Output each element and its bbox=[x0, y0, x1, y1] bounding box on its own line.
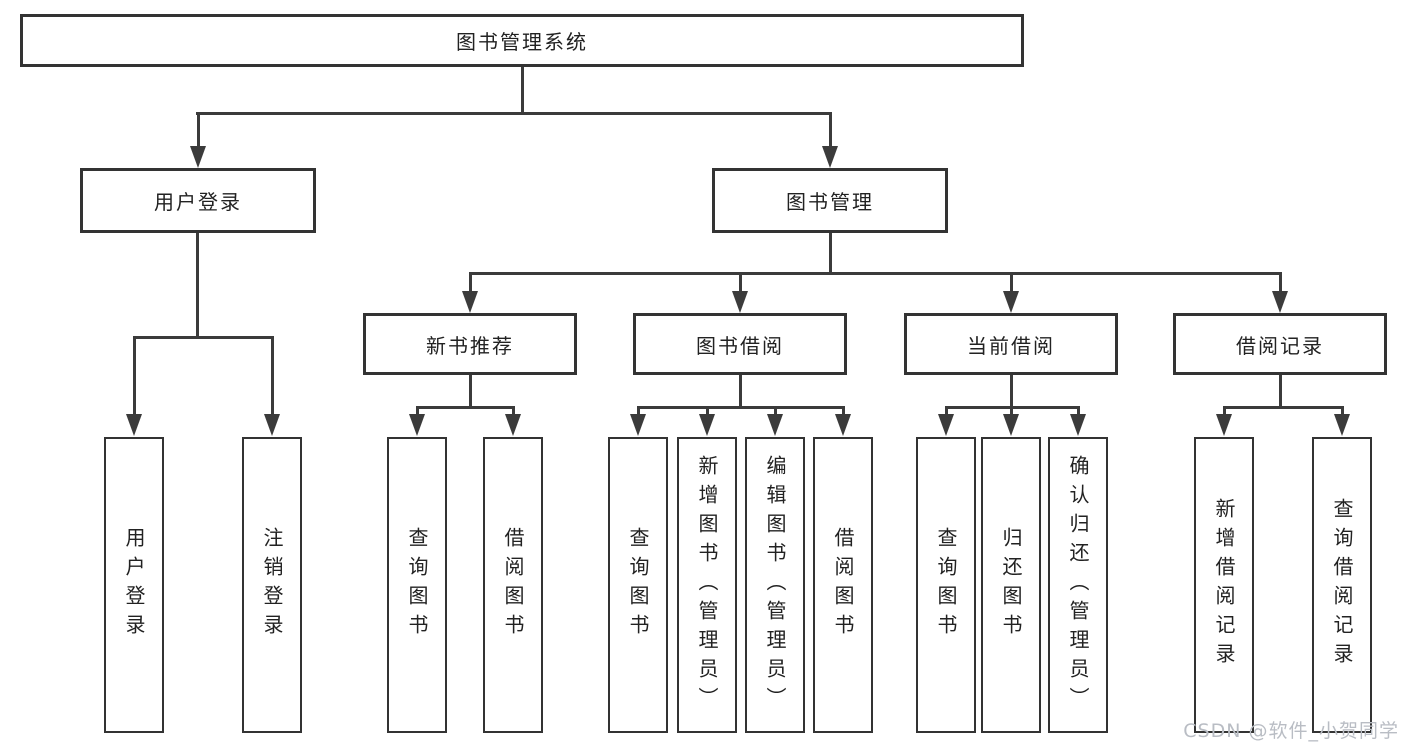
connector-line bbox=[1010, 375, 1013, 406]
leaf-borrow-add-books-admin: 新增图书（管理员） bbox=[677, 437, 737, 733]
connector-line bbox=[196, 112, 832, 115]
connector-line bbox=[637, 406, 845, 409]
connector-line bbox=[1010, 406, 1013, 416]
leaf-logout: 注销登录 bbox=[242, 437, 302, 733]
node-current-borrow: 当前借阅 bbox=[904, 313, 1118, 375]
connector-line bbox=[829, 233, 832, 272]
leaf-borrow-query-books: 查询图书 bbox=[608, 437, 668, 733]
connector-line bbox=[945, 406, 948, 416]
connector-line bbox=[706, 406, 709, 416]
node-label: 新增借阅记录 bbox=[1212, 498, 1236, 672]
arrow-down-icon bbox=[835, 414, 851, 436]
connector-line bbox=[739, 375, 742, 406]
arrow-down-icon bbox=[126, 414, 142, 436]
arrow-down-icon bbox=[630, 414, 646, 436]
connector-line bbox=[842, 406, 845, 416]
node-label: 查询图书 bbox=[405, 527, 429, 643]
node-new-book-recommend: 新书推荐 bbox=[363, 313, 577, 375]
node-label: 借阅图书 bbox=[501, 527, 525, 643]
leaf-user-login: 用户登录 bbox=[104, 437, 164, 733]
node-label: 查询图书 bbox=[626, 527, 650, 643]
arrow-down-icon bbox=[1070, 414, 1086, 436]
connector-line bbox=[829, 112, 832, 148]
connector-line bbox=[469, 272, 1282, 275]
csdn-watermark: CSDN @软件_小贺同学 bbox=[1183, 720, 1399, 742]
connector-line bbox=[416, 406, 515, 409]
node-user-login: 用户登录 bbox=[80, 168, 316, 233]
arrow-down-icon bbox=[1003, 291, 1019, 313]
node-label: 图书管理系统 bbox=[456, 30, 588, 54]
arrow-down-icon bbox=[938, 414, 954, 436]
connector-line bbox=[739, 272, 742, 293]
arrow-down-icon bbox=[1272, 291, 1288, 313]
connector-line bbox=[1279, 272, 1282, 293]
node-label: 注销登录 bbox=[260, 527, 284, 643]
node-book-borrow: 图书借阅 bbox=[633, 313, 847, 375]
arrow-down-icon bbox=[1334, 414, 1350, 436]
connector-line bbox=[1279, 375, 1282, 406]
connector-line bbox=[521, 67, 524, 112]
node-label: 新增图书（管理员） bbox=[695, 454, 719, 716]
connector-line bbox=[271, 336, 274, 416]
connector-line bbox=[1223, 406, 1344, 409]
connector-line bbox=[1010, 272, 1013, 293]
arrow-down-icon bbox=[505, 414, 521, 436]
connector-line bbox=[469, 375, 472, 406]
node-label: 借阅记录 bbox=[1236, 333, 1324, 358]
arrow-down-icon bbox=[822, 146, 838, 168]
node-label: 借阅图书 bbox=[831, 527, 855, 643]
node-label: 归还图书 bbox=[999, 527, 1023, 643]
node-system-root: 图书管理系统 bbox=[20, 14, 1024, 67]
node-label: 当前借阅 bbox=[967, 333, 1055, 358]
arrow-down-icon bbox=[1216, 414, 1232, 436]
connector-line bbox=[1077, 406, 1080, 416]
connector-line bbox=[196, 233, 199, 336]
connector-line bbox=[1223, 406, 1226, 416]
node-label: 用户登录 bbox=[122, 527, 146, 643]
node-label: 用户登录 bbox=[154, 190, 242, 214]
leaf-borrow-edit-books-admin: 编辑图书（管理员） bbox=[745, 437, 805, 733]
connector-line bbox=[133, 336, 274, 339]
leaf-recommend-borrow-books: 借阅图书 bbox=[483, 437, 543, 733]
node-label: 查询借阅记录 bbox=[1330, 498, 1354, 672]
connector-line bbox=[469, 272, 472, 293]
arrow-down-icon bbox=[264, 414, 280, 436]
node-label: 编辑图书（管理员） bbox=[763, 454, 787, 716]
connector-line bbox=[637, 406, 640, 416]
node-label: 查询图书 bbox=[934, 527, 958, 643]
connector-line bbox=[197, 112, 200, 148]
arrow-down-icon bbox=[732, 291, 748, 313]
leaf-recommend-query-books: 查询图书 bbox=[387, 437, 447, 733]
connector-line bbox=[416, 406, 419, 416]
node-label: 新书推荐 bbox=[426, 333, 514, 358]
connector-line bbox=[1341, 406, 1344, 416]
connector-line bbox=[512, 406, 515, 416]
leaf-current-query-books: 查询图书 bbox=[916, 437, 976, 733]
node-book-management: 图书管理 bbox=[712, 168, 948, 233]
leaf-records-query-record: 查询借阅记录 bbox=[1312, 437, 1372, 733]
leaf-records-add-record: 新增借阅记录 bbox=[1194, 437, 1254, 733]
node-label: 图书管理 bbox=[786, 190, 874, 214]
leaf-current-confirm-return-admin: 确认归还（管理员） bbox=[1048, 437, 1108, 733]
connector-line bbox=[133, 336, 136, 416]
node-label: 图书借阅 bbox=[696, 333, 784, 358]
arrow-down-icon bbox=[190, 146, 206, 168]
arrow-down-icon bbox=[409, 414, 425, 436]
node-label: 确认归还（管理员） bbox=[1066, 454, 1090, 716]
leaf-borrow-borrow-books: 借阅图书 bbox=[813, 437, 873, 733]
arrow-down-icon bbox=[767, 414, 783, 436]
arrow-down-icon bbox=[699, 414, 715, 436]
leaf-current-return-books: 归还图书 bbox=[981, 437, 1041, 733]
node-borrow-records: 借阅记录 bbox=[1173, 313, 1387, 375]
connector-line bbox=[774, 406, 777, 416]
arrow-down-icon bbox=[462, 291, 478, 313]
arrow-down-icon bbox=[1003, 414, 1019, 436]
